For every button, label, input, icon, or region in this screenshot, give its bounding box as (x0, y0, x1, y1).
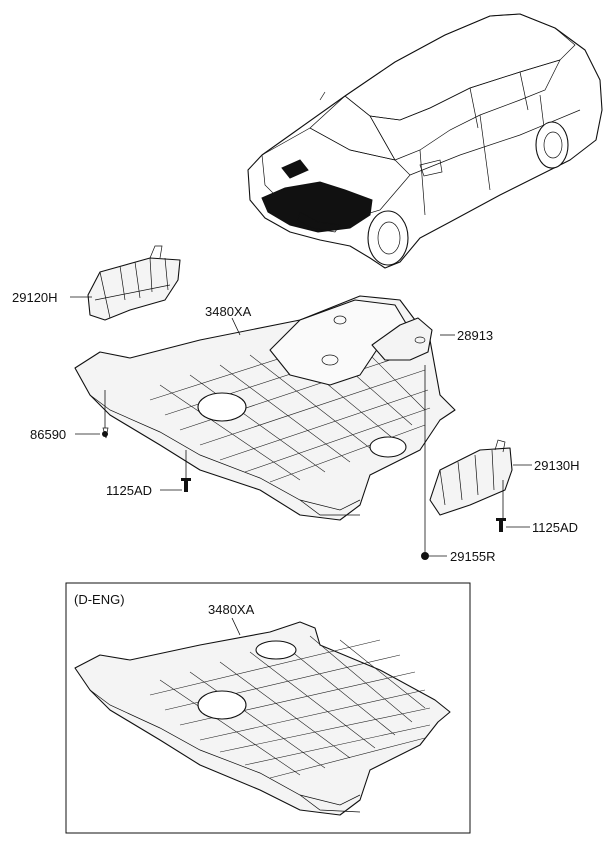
clip-29155R (421, 552, 429, 560)
label-86590: 86590 (30, 427, 66, 442)
label-29155R: 29155R (450, 549, 496, 564)
bolt-1125AD-right (496, 518, 506, 532)
leader-lines (70, 296, 532, 557)
bolt-1125AD-left (181, 478, 191, 492)
label-28913: 28913 (457, 328, 493, 343)
cover-29130H (429, 439, 513, 516)
inset-title: (D-ENG) (74, 592, 125, 607)
cover-29120H (87, 245, 181, 321)
inset-label-3480XA: 3480XA (208, 602, 255, 617)
label-1125AD-left: 1125AD (106, 483, 152, 498)
car-illustration (247, 13, 603, 269)
label-1125AD-right: 1125AD (532, 520, 578, 535)
fastener-86590 (102, 427, 109, 439)
label-3480XA: 3480XA (205, 304, 252, 319)
inset-d-eng: (D-ENG) 3480XA (65, 582, 471, 834)
bracket-28913 (371, 317, 433, 361)
under-cover-3480XA (74, 295, 456, 521)
label-29130H: 29130H (534, 458, 580, 473)
label-29120H: 29120H (12, 290, 58, 305)
